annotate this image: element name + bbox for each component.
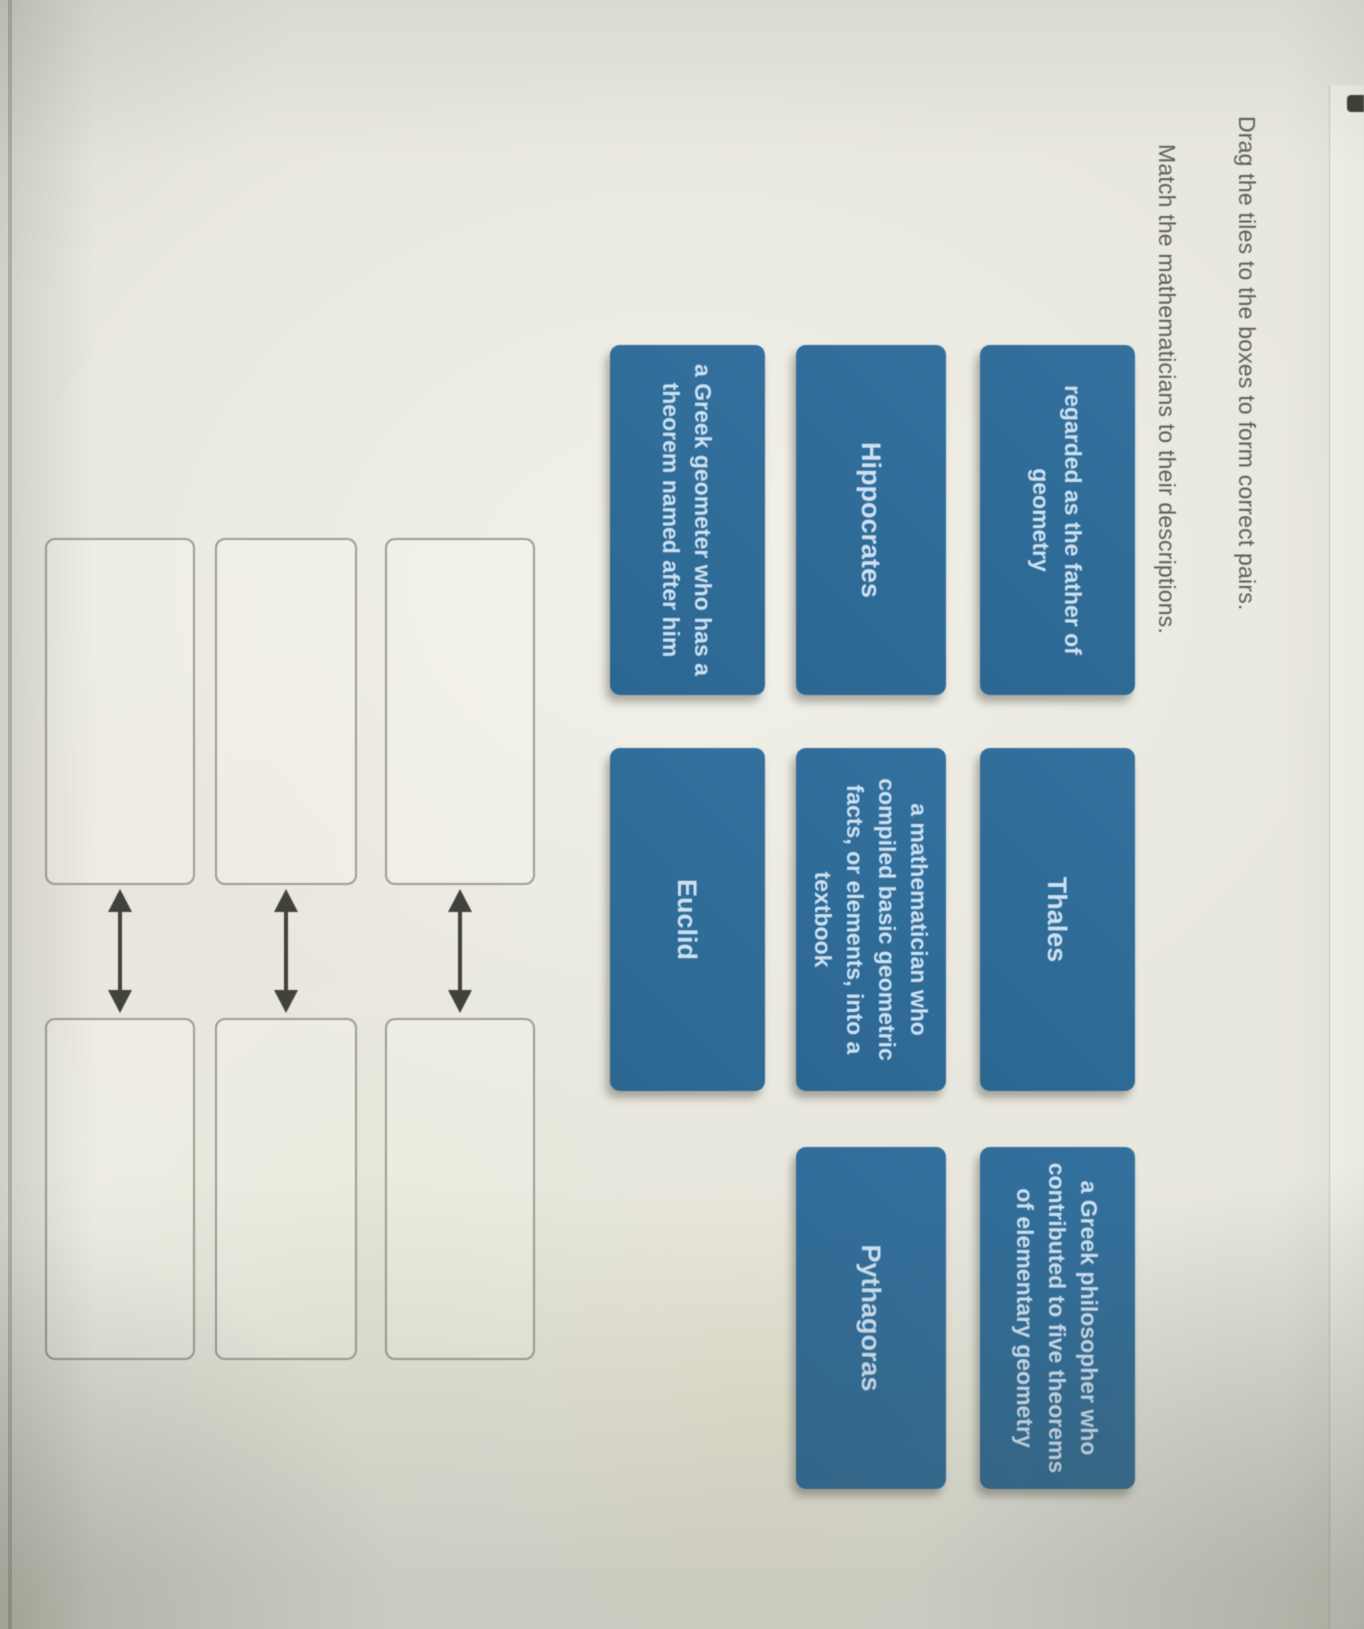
double-arrow-icon [440,885,480,1017]
tile-greek-geometer-theorem-named[interactable]: a Greek geometer who has a theorem named… [610,345,765,695]
answer-box-pair2-left[interactable] [215,538,357,885]
answer-box-pair3-left[interactable] [45,538,195,885]
double-arrow-icon [266,885,306,1017]
answer-box-pair3-right[interactable] [45,1018,195,1360]
tile-pythagoras[interactable]: Pythagoras [796,1147,946,1489]
tile-greek-philosopher-five-theorems[interactable]: a Greek philosopher who contributed to f… [980,1147,1135,1489]
question-number-mark [1347,95,1364,112]
answer-box-pair2-right[interactable] [215,1018,357,1360]
double-arrow-icon [100,885,140,1017]
screen-top-band [1329,85,1364,1629]
tile-euclid[interactable]: Euclid [610,748,765,1091]
answer-box-pair1-right[interactable] [385,1018,535,1360]
instruction-line-1: Drag the tiles to the boxes to form corr… [1234,116,1260,611]
tile-thales[interactable]: Thales [980,748,1135,1091]
tile-regarded-as-father-of-geometry[interactable]: regarded as the father of geometry [980,345,1135,695]
tile-hippocrates[interactable]: Hippocrates [796,345,946,695]
instruction-line-2: Match the mathematicians to their descri… [1154,144,1180,635]
tile-mathematician-compiled-textbook[interactable]: a mathematician who compiled basic geome… [796,748,946,1091]
answer-box-pair1-left[interactable] [385,538,535,885]
